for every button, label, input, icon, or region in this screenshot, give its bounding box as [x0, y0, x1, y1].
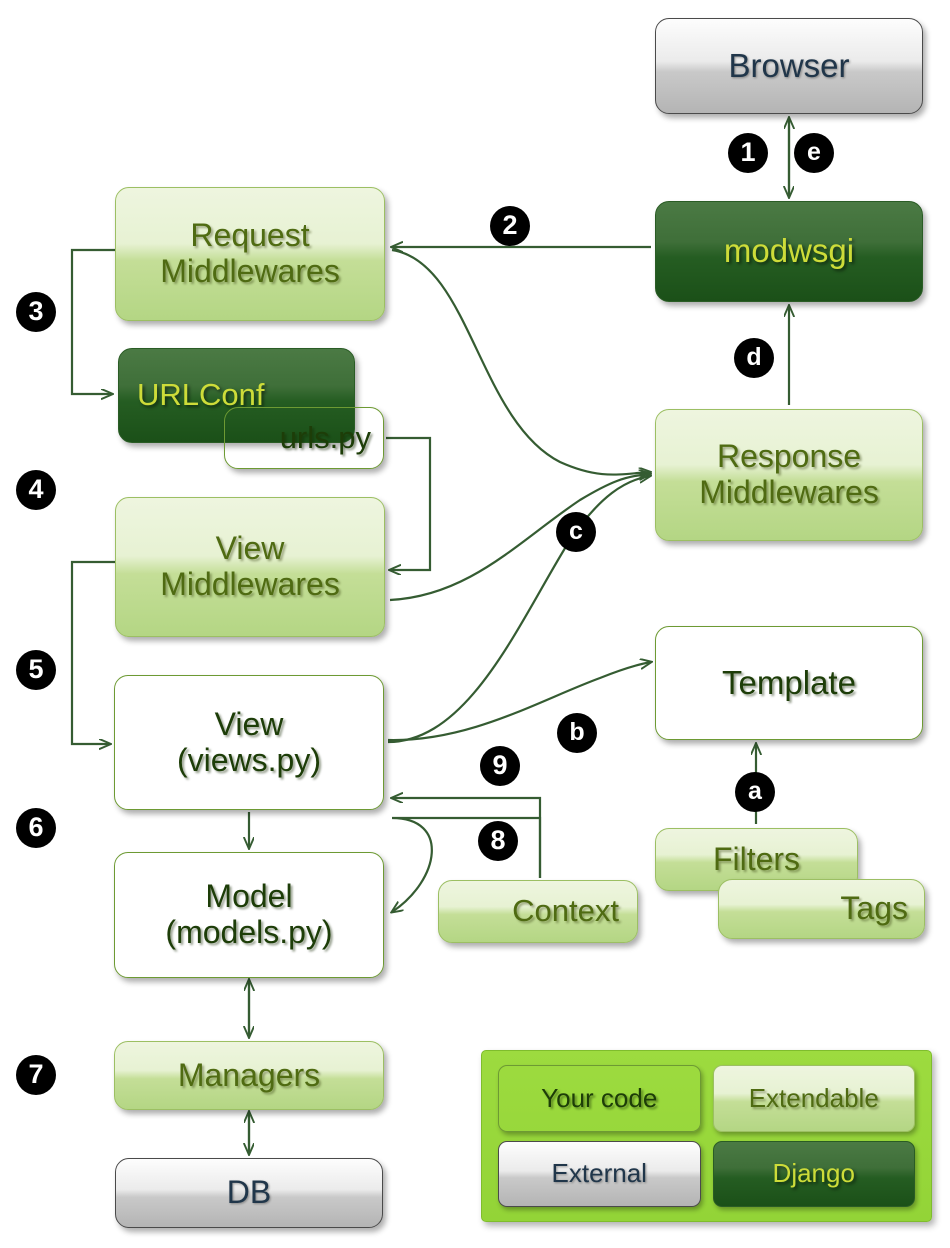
wire-5-view-mw-to-view	[70, 560, 115, 744]
wire-c-request-mw-to-response-mw	[391, 248, 650, 475]
node-urlconf[interactable]: URLConf	[118, 348, 355, 443]
badge-step-d: d	[734, 338, 774, 378]
badge-step-6: 6	[16, 808, 56, 848]
badge-step-e: e	[794, 133, 834, 173]
node-view-middlewares[interactable]: View Middlewares	[115, 497, 385, 637]
node-db[interactable]: DB	[115, 1158, 383, 1228]
badge-step-2: 2	[490, 206, 530, 246]
node-view[interactable]: View (views.py)	[114, 675, 384, 810]
node-tags[interactable]: Tags	[718, 879, 925, 939]
node-managers[interactable]: Managers	[114, 1041, 384, 1110]
badge-step-a: a	[735, 772, 775, 812]
badge-step-3: 3	[16, 292, 56, 332]
badge-step-4: 4	[16, 470, 56, 510]
node-modwsgi[interactable]: modwsgi	[655, 201, 923, 302]
legend-panel: Your code Extendable External Django	[481, 1050, 932, 1222]
badge-step-9: 9	[480, 746, 520, 786]
legend-chip-extendable: Extendable	[712, 1065, 915, 1132]
badge-step-c: c	[556, 512, 596, 552]
legend-chip-your-code: Your code	[498, 1065, 701, 1132]
node-request-middlewares[interactable]: Request Middlewares	[115, 187, 385, 321]
legend-chip-django: Django	[712, 1140, 915, 1207]
wire-3-request-mw-to-urlconf	[70, 248, 115, 394]
wire-b-view-to-template	[387, 662, 651, 742]
node-context[interactable]: Context	[438, 880, 638, 943]
wire-c-view-mw-to-response-mw	[389, 474, 650, 602]
node-browser[interactable]: Browser	[655, 18, 923, 114]
wire-view-to-response-mw	[387, 476, 650, 744]
node-template[interactable]: Template	[655, 626, 923, 740]
badge-step-5: 5	[16, 650, 56, 690]
badge-step-7: 7	[16, 1055, 56, 1095]
wire-4-urlspy-to-view-mw	[386, 436, 432, 570]
node-response-middlewares[interactable]: Response Middlewares	[655, 409, 923, 541]
badge-step-8: 8	[478, 821, 518, 861]
node-urls-py[interactable]: urls.py	[224, 407, 384, 469]
badge-step-1: 1	[728, 133, 768, 173]
badge-step-b: b	[557, 713, 597, 753]
node-model[interactable]: Model (models.py)	[114, 852, 384, 978]
legend-chip-external: External	[498, 1140, 701, 1207]
